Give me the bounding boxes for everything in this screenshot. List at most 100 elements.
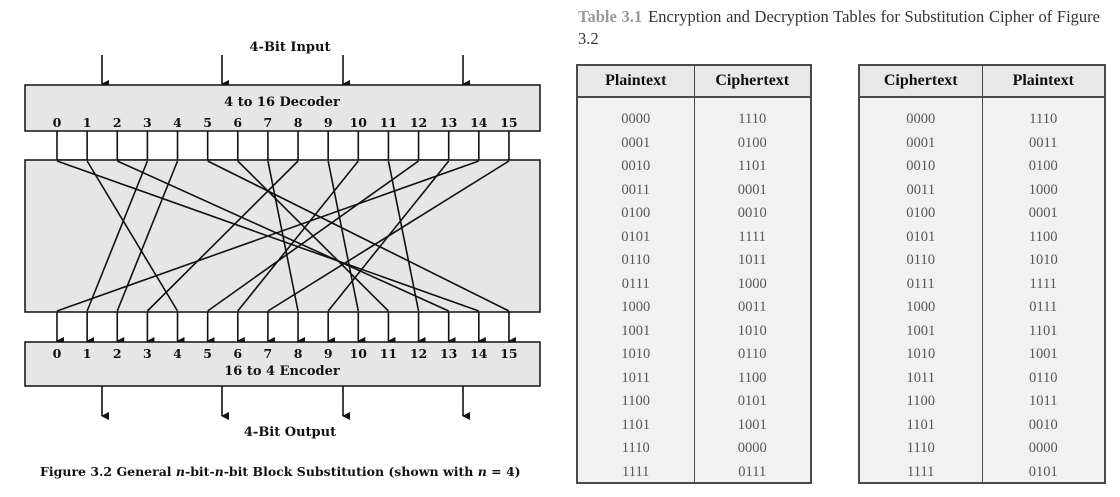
- permutation-wire-10: [237, 160, 359, 312]
- encryption-header-plaintext: Plaintext: [578, 66, 695, 96]
- decoder-pin-1: 1: [83, 115, 92, 130]
- encoder-pin-15: 15: [500, 346, 517, 361]
- decoder-pin-13: 13: [440, 115, 457, 130]
- encryption-plaintext-cell: 0101: [621, 228, 651, 245]
- encryption-ciphertext-cell: 0000: [737, 440, 767, 456]
- encoder-pin-9: 9: [324, 346, 333, 361]
- encryption-plaintext-cell: 0001: [621, 134, 651, 151]
- encryption-ciphertext-cell: 1100: [738, 369, 767, 386]
- encryption-plaintext-cell: 1001: [621, 322, 651, 339]
- decoder-label: 4 to 16 Decoder: [224, 95, 340, 110]
- decryption-ciphertext-cell: 1101: [906, 416, 935, 433]
- encoder-pin-2: 2: [113, 346, 122, 361]
- decryption-plaintext-cell: 0000: [1028, 440, 1058, 456]
- encryption-plaintext-cell: 0000: [621, 111, 651, 127]
- decryption-ciphertext-cell: 0000: [906, 111, 936, 127]
- encoder-pin-13: 13: [440, 346, 457, 361]
- decryption-plaintext-cell: 1000: [1028, 181, 1058, 198]
- encoder-box: [24, 341, 541, 387]
- decryption-plaintext-cell: 0100: [1028, 158, 1058, 174]
- encryption-plaintext-cell: 1011: [621, 369, 650, 386]
- decryption-ciphertext-cell: 1001: [906, 322, 936, 339]
- permutation-wire-8: [146, 160, 299, 312]
- decryption-plaintext-cell: 1101: [1029, 322, 1058, 339]
- permutation-wire-11: [387, 160, 420, 312]
- decryption-ciphertext-cell: 0010: [906, 158, 936, 174]
- decryption-ciphertext-cell: 1110: [906, 440, 935, 456]
- decryption-ciphertext-cell: 0111: [906, 275, 935, 292]
- encryption-plaintext-cell: 0011: [621, 181, 650, 198]
- decoder-pin-2: 2: [113, 115, 122, 130]
- decryption-ciphertext-cell: 0100: [906, 205, 936, 221]
- encoder-pin-0: 0: [53, 346, 62, 361]
- encryption-ciphertext-cell: 0111: [738, 463, 767, 480]
- permutation-wire-3: [86, 160, 149, 312]
- decoder-pin-6: 6: [233, 115, 242, 130]
- encoder-pin-14: 14: [470, 346, 488, 361]
- permutation-wire-12: [207, 160, 420, 312]
- decryption-ciphertext-cell: 1000: [906, 299, 936, 315]
- encoder-pin-11: 11: [380, 346, 397, 361]
- decoder-pin-7: 7: [264, 115, 273, 130]
- decoder-pin-14: 14: [470, 115, 488, 130]
- encoder-pin-10: 10: [350, 346, 368, 361]
- table-title: Encryption and Decryption Tables for Sub…: [578, 7, 1100, 48]
- encryption-ciphertext-cell: 0011: [738, 299, 767, 315]
- decryption-plaintext-cell: 0010: [1028, 416, 1058, 433]
- encryption-ciphertext-cell: 0110: [738, 346, 767, 362]
- decryption-plaintext-cell: 0001: [1028, 205, 1058, 221]
- encryption-ciphertext-cell: 1110: [738, 111, 767, 127]
- permutation-wire-9: [327, 160, 360, 312]
- decryption-plaintext-cell: 0011: [1029, 134, 1058, 151]
- decryption-ciphertext-cell: 0011: [906, 181, 935, 198]
- encoder-input-arrows: [56, 312, 516, 345]
- encryption-header-ciphertext: Ciphertext: [715, 72, 790, 89]
- decryption-ciphertext-cell: 1010: [906, 346, 936, 362]
- decoder-box: [24, 84, 541, 132]
- decryption-plaintext-cell: 1010: [1028, 252, 1058, 268]
- encoder-pin-1: 1: [83, 346, 92, 361]
- encoder-pin-7: 7: [264, 346, 273, 361]
- encoder-pin-3: 3: [143, 346, 152, 361]
- decryption-header-ciphertext: Ciphertext: [860, 66, 983, 96]
- permutation-wire-5: [207, 160, 510, 312]
- decryption-plaintext-cell: 1110: [1029, 111, 1058, 127]
- encryption-plaintext-cell: 0010: [621, 158, 651, 174]
- encryption-ciphertext-cell: 0001: [737, 181, 767, 198]
- encryption-ciphertext-cell: 1001: [737, 416, 767, 433]
- input-label: 4-Bit Input: [250, 40, 331, 55]
- encoder-label: 16 to 4 Encoder: [224, 364, 340, 379]
- encoder-pin-12: 12: [410, 346, 427, 361]
- decryption-plaintext-cell: 0111: [1029, 299, 1058, 315]
- decryption-plaintext-cell: 1100: [1029, 228, 1058, 245]
- encryption-ciphertext-cell: 1011: [738, 252, 767, 268]
- encryption-ciphertext-cell: 0101: [737, 393, 767, 409]
- decryption-plaintext-cell: 0110: [1029, 369, 1058, 386]
- decryption-ciphertext-cell: 0110: [906, 252, 935, 268]
- decryption-ciphertext-cell: 1100: [906, 393, 935, 409]
- table-label: Table 3.1: [578, 7, 643, 26]
- permutation-wire-1: [86, 160, 179, 312]
- permutation-wires: [56, 160, 510, 312]
- decoder-pin-11: 11: [380, 115, 397, 130]
- decryption-plaintext-cell: 1001: [1028, 346, 1058, 362]
- encoder-pin-4: 4: [173, 346, 182, 361]
- encryption-ciphertext-cell: 0100: [737, 134, 767, 151]
- decryption-plaintext-cell: 1011: [1029, 393, 1058, 409]
- figure-caption: Figure 3.2 General n-bit-n-bit Block Sub…: [40, 464, 521, 479]
- permutation-wire-15: [267, 160, 510, 312]
- decoder-pin-5: 5: [203, 115, 212, 130]
- output-label: 4-Bit Output: [244, 425, 336, 440]
- encoder-pin-6: 6: [233, 346, 242, 361]
- encryption-plaintext-cell: 0100: [621, 205, 651, 221]
- decryption-header-plaintext: Plaintext: [1012, 72, 1074, 89]
- decoder-pin-8: 8: [294, 115, 303, 130]
